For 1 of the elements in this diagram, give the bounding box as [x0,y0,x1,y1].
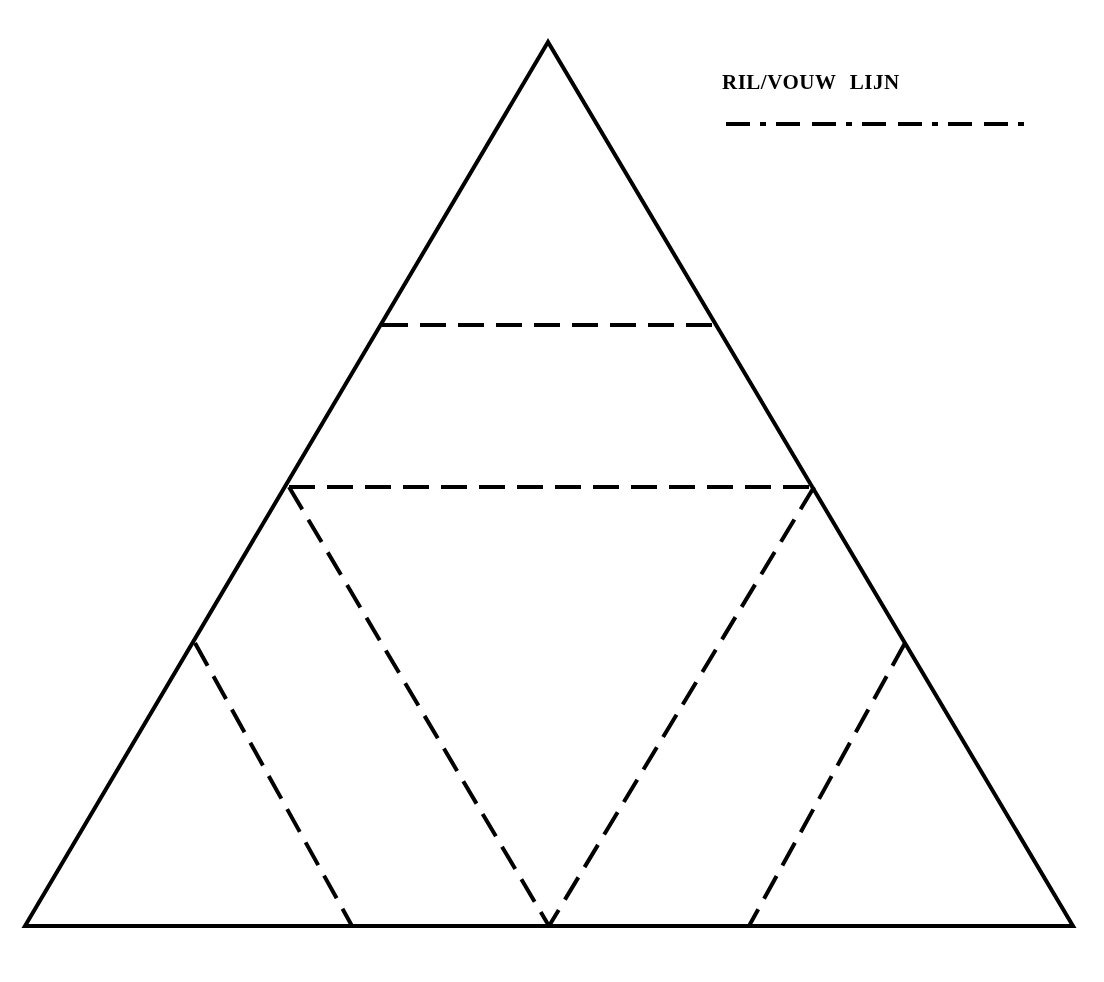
legend-text: RIL/VOUW LIJN [722,70,901,95]
